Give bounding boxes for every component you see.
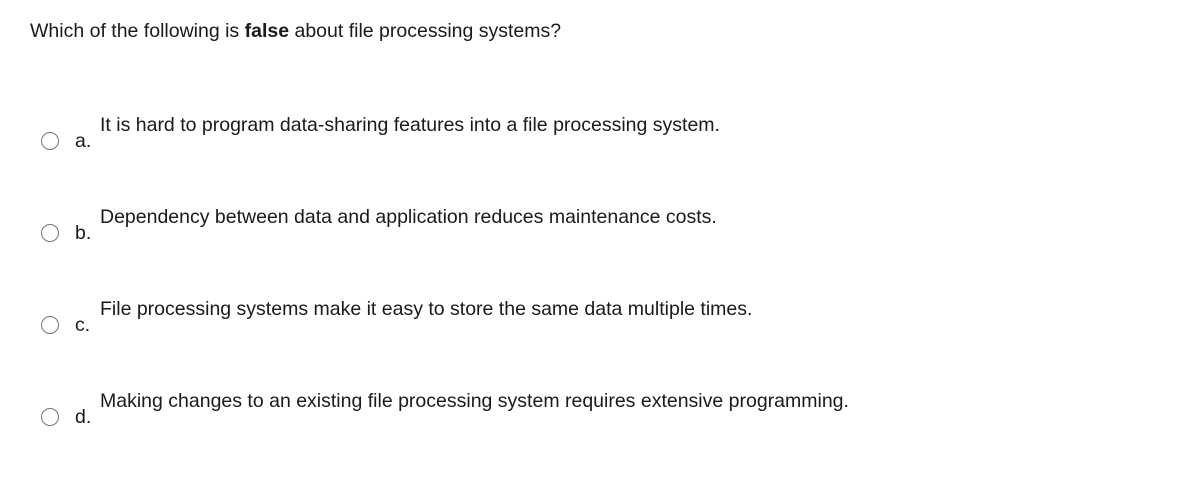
question-prompt-emphasis: false <box>244 20 290 42</box>
answer-letter-d: d. <box>75 406 92 428</box>
answer-option-d[interactable]: d. Making changes to an existing file pr… <box>0 380 1184 472</box>
answer-letter-b: b. <box>75 222 92 244</box>
answer-option-b[interactable]: b. Dependency between data and applicati… <box>0 196 1184 288</box>
radio-button-b[interactable] <box>41 224 59 242</box>
radio-button-a[interactable] <box>41 132 59 150</box>
radio-circle-icon <box>41 316 59 334</box>
answer-text-b[interactable]: Dependency between data and application … <box>100 206 717 228</box>
answer-text-d[interactable]: Making changes to an existing file proce… <box>100 390 849 412</box>
radio-circle-icon <box>41 224 59 242</box>
answer-text-c[interactable]: File processing systems make it easy to … <box>100 298 753 320</box>
answer-text-a[interactable]: It is hard to program data-sharing featu… <box>100 114 720 136</box>
answer-option-c[interactable]: c. File processing systems make it easy … <box>0 288 1184 380</box>
question-prompt: Which of the following is false about fi… <box>30 18 561 44</box>
answer-option-a[interactable]: a. It is hard to program data-sharing fe… <box>0 104 1184 196</box>
question-prompt-suffix: about file processing systems? <box>289 20 562 42</box>
radio-button-d[interactable] <box>41 408 59 426</box>
radio-circle-icon <box>41 408 59 426</box>
answer-letter-a: a. <box>75 130 92 152</box>
radio-circle-icon <box>41 132 59 150</box>
radio-button-c[interactable] <box>41 316 59 334</box>
question-prompt-prefix: Which of the following is <box>30 20 245 42</box>
answer-options-list: a. It is hard to program data-sharing fe… <box>0 104 1184 472</box>
answer-letter-c: c. <box>75 314 91 336</box>
